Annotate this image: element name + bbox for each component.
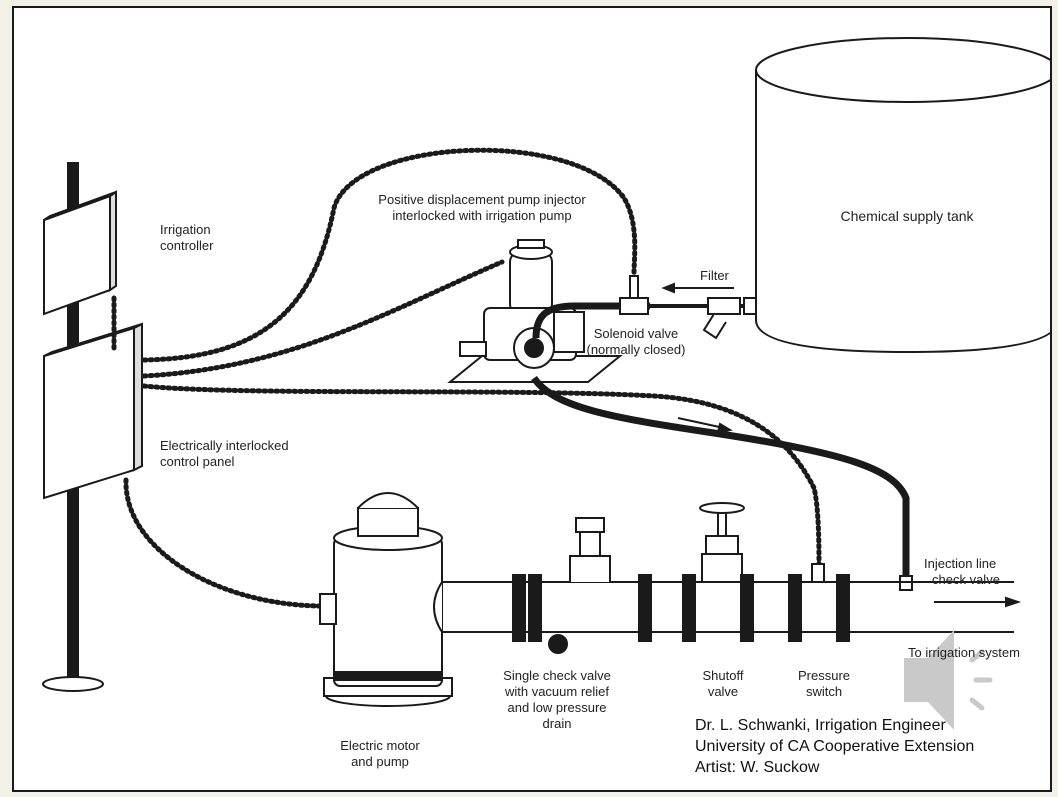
- injector-pump: [447, 239, 623, 383]
- pipe-flanges: [512, 574, 850, 642]
- main-pipeline: [433, 502, 1022, 654]
- label-irrigation-controller: Irrigation controller: [160, 222, 214, 253]
- chemical-supply-tank: [755, 37, 1050, 354]
- irrigation-controller-box: [43, 190, 117, 316]
- credit-artist: Artist: W. Suckow: [695, 759, 820, 776]
- speaker-icon[interactable]: [904, 630, 993, 730]
- label-pressure-switch: Pressure switch: [797, 668, 851, 699]
- chemical-suction-line: [532, 275, 757, 340]
- chemigation-diagram: [42, 37, 1050, 730]
- label-single-check-valve: Single check valve with vacuum relief an…: [503, 668, 611, 731]
- label-control-panel: Electrically interlocked control panel: [160, 438, 289, 469]
- label-solenoid-valve: Solenoid valve (normally closed): [586, 326, 686, 357]
- credit-institution: University of CA Cooperative Extension: [695, 738, 975, 755]
- control-panel-box: [43, 322, 143, 500]
- label-chemical-tank: Chemical supply tank: [840, 208, 974, 224]
- label-shutoff-valve: Shutoff valve: [702, 668, 744, 699]
- control-wiring: [111, 147, 822, 609]
- label-filter: Filter: [700, 268, 729, 283]
- label-injection-check-valve: Injection line check valve: [924, 556, 1000, 587]
- credit-author: Dr. L. Schwanki, Irrigation Engineer: [695, 717, 946, 734]
- label-motor-pump: Electric motor and pump: [340, 738, 420, 769]
- diagram-frame: Irrigation controller Positive displacem…: [12, 6, 1052, 792]
- label-injector-pump: Positive displacement pump injector inte…: [378, 192, 586, 223]
- label-to-irrigation: To irrigation system: [908, 645, 1020, 660]
- electric-motor-pump: [319, 492, 453, 707]
